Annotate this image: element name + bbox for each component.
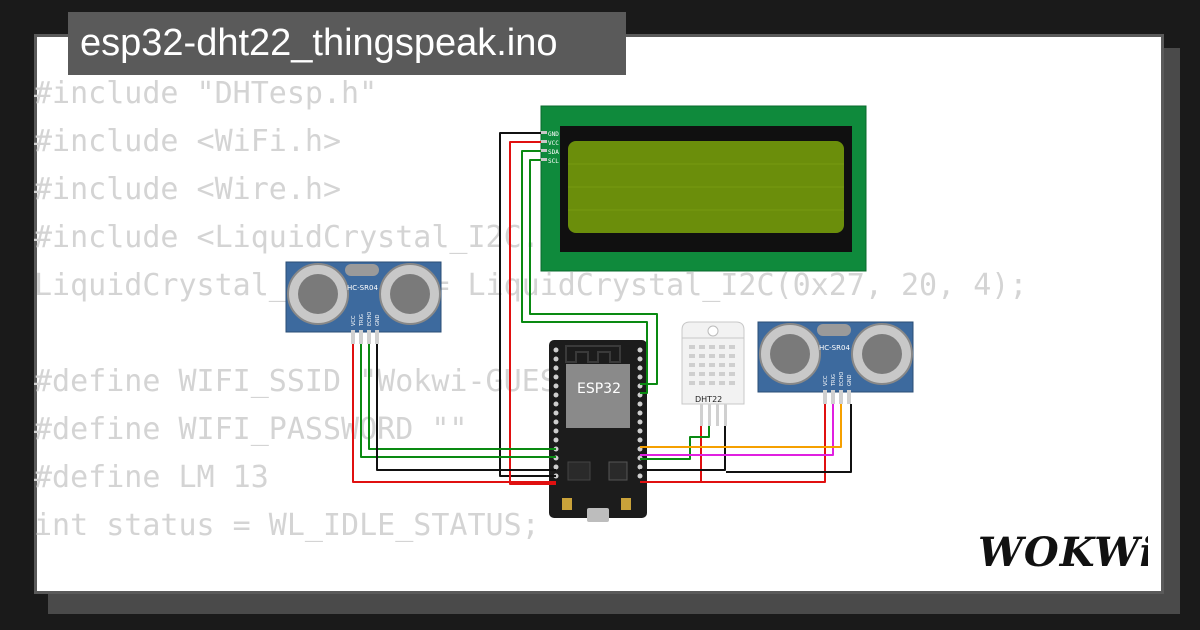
lcd-pin-label: VCC	[548, 140, 559, 147]
code-line: #define WIFI_PASSWORD ""	[34, 412, 468, 447]
sensor-label: HC-SR04	[347, 284, 378, 292]
wire-s1-echo	[368, 344, 556, 450]
esp32-label: ESP32	[577, 381, 621, 397]
code-background: #include "DHTesp.h" #include <WiFi.h> #inc…	[34, 70, 1027, 550]
sensor-pin-label: ECHO	[367, 312, 373, 326]
lcd-pin-label: SCL	[548, 158, 559, 165]
sensor-pin-label: VCC	[351, 315, 357, 326]
code-line: #include <Wire.h>	[34, 172, 342, 207]
project-title[interactable]: esp32-dht22_thingspeak.ino	[68, 12, 626, 75]
logo-text: WOKWi	[978, 529, 1148, 576]
ultrasonic-sensor-right[interactable]: HC-SR04 VCC TRIG ECHO GND	[757, 321, 914, 404]
sensor-pin-label: VCC	[823, 375, 829, 386]
wire-lcd-gnd	[499, 132, 556, 477]
wire-lcd-vcc	[509, 141, 556, 485]
wire-dht-data	[640, 426, 710, 460]
code-line: #include "DHTesp.h"	[34, 76, 378, 111]
sensor-pin-label: TRIG	[831, 374, 837, 387]
lcd-pin-label: SDA	[548, 149, 559, 156]
sensor-pin-label: GND	[375, 314, 381, 326]
lcd-pin-label: GND	[548, 131, 559, 138]
code-line: #include <LiquidCrystal_I2C.h>	[34, 220, 576, 255]
wire-lcd-scl	[529, 159, 658, 385]
sensor-pin-label: GND	[847, 374, 853, 386]
lcd-display[interactable]: GND VCC SDA SCL	[540, 105, 867, 272]
sensor-pin-label: TRIG	[359, 314, 365, 327]
code-line: #define LM 13	[34, 460, 269, 495]
wire-dht-gnd	[640, 426, 726, 471]
wire-lcd-sda	[521, 150, 648, 394]
wokwi-logo[interactable]: WOKWi	[976, 528, 1148, 576]
wire-s1-vcc	[352, 344, 556, 483]
sensor-label: HC-SR04	[819, 344, 850, 352]
sensor-pin-label: ECHO	[839, 372, 845, 386]
wire-s1-gnd	[376, 344, 556, 471]
dht-label: DHT22	[695, 395, 722, 404]
esp32-board[interactable]: ESP32	[549, 340, 647, 522]
dht22-sensor[interactable]: DHT22	[681, 321, 745, 426]
wires	[352, 132, 852, 485]
wire-s2-vcc	[700, 404, 826, 483]
ultrasonic-sensor-left[interactable]: HC-SR04 VCC TRIG ECHO GND	[285, 261, 442, 344]
wire-s2-echo	[640, 404, 842, 448]
wire-s1-trig	[360, 344, 556, 458]
wire-s2-gnd	[726, 404, 852, 473]
code-line: int status = WL_IDLE_STATUS;	[34, 508, 540, 543]
wire-s2-trig	[640, 404, 834, 456]
code-line: #include <WiFi.h>	[34, 124, 342, 159]
